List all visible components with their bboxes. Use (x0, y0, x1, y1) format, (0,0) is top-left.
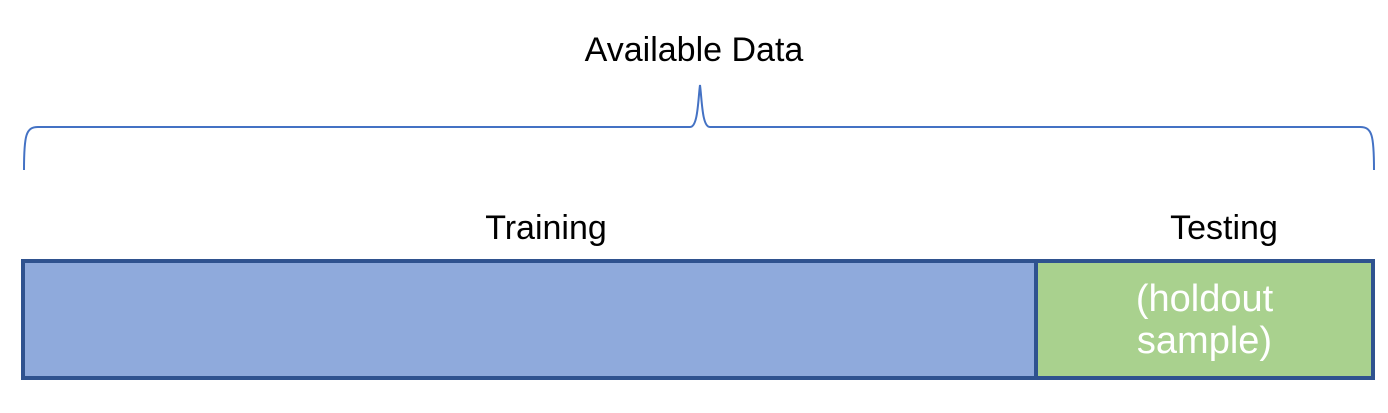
testing-label: Testing (1170, 209, 1278, 247)
holdout-text-line-2: sample) (1136, 319, 1273, 362)
training-label: Training (485, 209, 607, 247)
testing-segment: (holdout sample) (1034, 259, 1375, 380)
holdout-text-line-1: (holdout (1135, 277, 1274, 320)
training-segment (21, 259, 1038, 380)
diagram-title: Available Data (584, 31, 804, 69)
